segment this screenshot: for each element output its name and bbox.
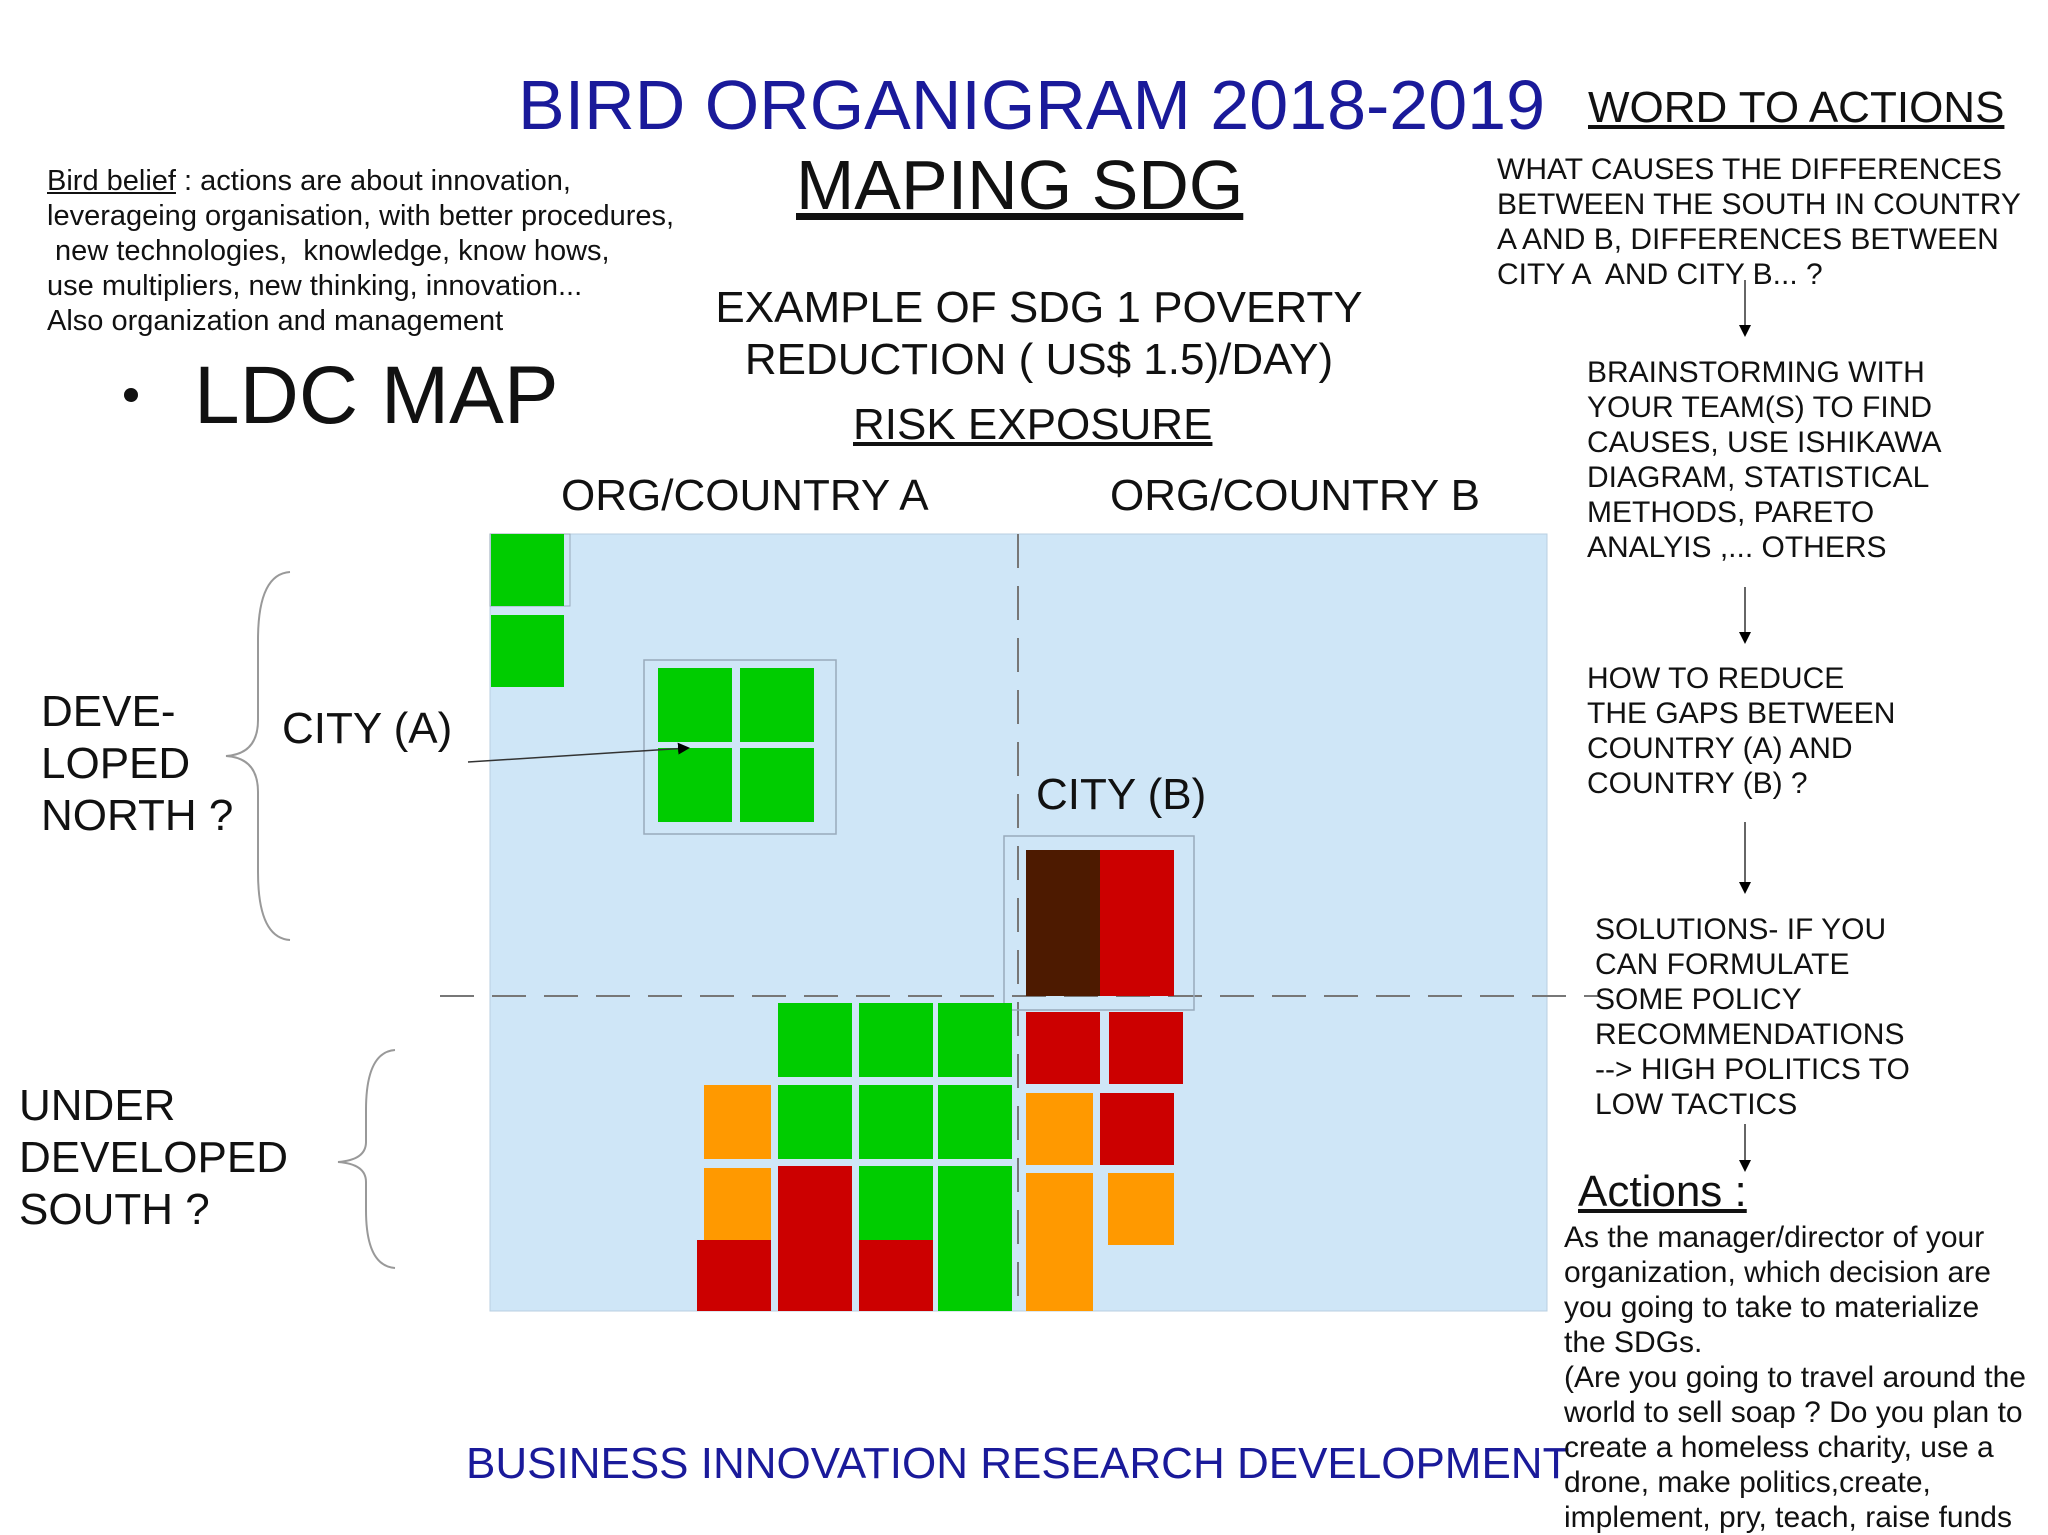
city-a-cell <box>658 668 732 742</box>
country-a-label: ORG/COUNTRY A <box>561 471 929 520</box>
cell-red <box>697 1240 771 1311</box>
city-b-label: CITY (B) <box>1036 770 1207 819</box>
risk-exposure-label: RISK EXPOSURE <box>853 400 1213 449</box>
city-a-frame <box>643 659 837 835</box>
cell-green <box>859 1085 933 1159</box>
city-a-label: CITY (A) <box>282 704 453 753</box>
step-reduce-gaps: HOW TO REDUCE THE GAPS BETWEEN COUNTRY (… <box>1587 662 1896 800</box>
actions-text: As the manager/director of your organiza… <box>1564 1221 2026 1534</box>
ldc-map-label: LDC MAP <box>194 350 559 441</box>
developed-north-label: DEVE- LOPED NORTH ? <box>41 687 234 840</box>
cell-red <box>859 1240 933 1311</box>
footer-text: BUSINESS INNOVATION RESEARCH DEVELOPMENT <box>466 1439 1570 1488</box>
city-a-cell <box>740 748 814 822</box>
cell-red <box>1100 1093 1174 1165</box>
cell-green <box>491 615 564 687</box>
cell-red <box>778 1166 852 1240</box>
city-b-cell <box>1100 850 1174 922</box>
cell-green <box>938 1166 1012 1311</box>
page-subtitle: MAPING SDG <box>796 146 1244 224</box>
cell-red <box>1109 1012 1183 1084</box>
city-a-cell <box>658 748 732 822</box>
north-brace <box>225 571 291 941</box>
word-to-actions-title: WORD TO ACTIONS <box>1588 83 2005 132</box>
city-b-cell <box>1100 922 1174 996</box>
south-brace <box>337 1049 396 1269</box>
step-causes: WHAT CAUSES THE DIFFERENCES BETWEEN THE … <box>1497 153 2021 291</box>
cell-orange <box>704 1085 771 1159</box>
bullet-icon <box>124 388 138 403</box>
country-b-label: ORG/COUNTRY B <box>1110 471 1480 520</box>
cell-green <box>778 1003 852 1077</box>
sdg-example: EXAMPLE OF SDG 1 POVERTY REDUCTION ( US$… <box>715 283 1363 384</box>
cell-orange <box>1026 1093 1093 1165</box>
city-a-arrow <box>467 742 690 763</box>
city-b-cell <box>1026 850 1100 922</box>
cell-orange <box>704 1168 771 1242</box>
bird-belief: Bird belief : actions are about innovati… <box>47 164 674 339</box>
city-a-cell <box>740 668 814 742</box>
cell-green <box>778 1085 852 1159</box>
cell-green <box>938 1003 1012 1077</box>
cell-orange <box>1026 1173 1093 1311</box>
belief-label: Bird belief <box>47 165 176 197</box>
ldc-map-heading: LDC MAP <box>124 355 559 437</box>
underdeveloped-south-label: UNDER DEVELOPED SOUTH ? <box>19 1081 288 1234</box>
cell-green <box>491 534 564 606</box>
cell-green <box>859 1166 933 1240</box>
page-title: BIRD ORGANIGRAM 2018-2019 <box>518 66 1546 144</box>
belief-text: : actions are about innovation, leverage… <box>47 165 675 337</box>
cell-green <box>938 1085 1012 1159</box>
step-solutions: SOLUTIONS- IF YOU CAN FORMULATE SOME POL… <box>1595 913 1910 1121</box>
city-b-frame <box>1003 835 1195 1011</box>
cell-red <box>1026 1012 1100 1084</box>
actions-title: Actions : <box>1578 1167 1747 1216</box>
cell-green <box>859 1003 933 1077</box>
city-b-cell <box>1026 922 1100 996</box>
step-brainstorming: BRAINSTORMING WITH YOUR TEAM(S) TO FIND … <box>1587 356 1942 564</box>
cell-orange <box>1108 1173 1174 1245</box>
cell-red <box>778 1240 852 1311</box>
